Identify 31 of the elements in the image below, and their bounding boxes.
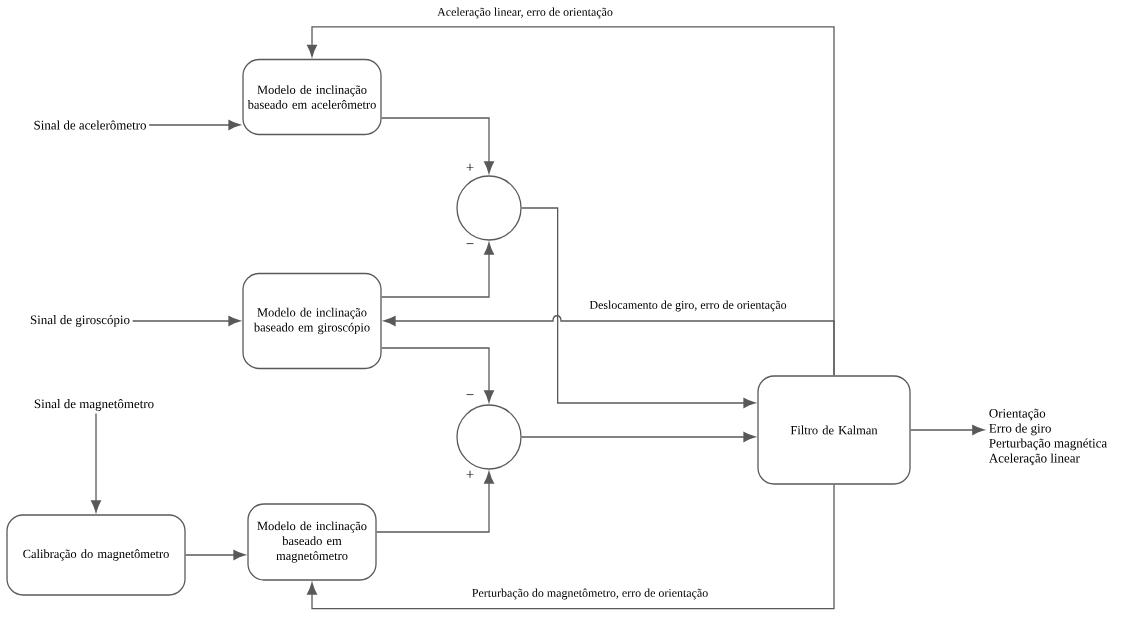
arrow xyxy=(376,471,494,533)
arrow xyxy=(91,412,101,513)
arrow xyxy=(910,425,985,435)
edge-label: Deslocamento de giro, erro de orientação xyxy=(588,299,788,313)
signal-label: Sinal de giroscópio xyxy=(30,315,130,327)
sign-label: + xyxy=(466,470,474,478)
arrow xyxy=(521,432,756,442)
signal-label: Sinal de acelerômetro xyxy=(34,120,146,130)
arrow xyxy=(383,315,835,376)
edge-label: Aceleração linear, erro de orientação xyxy=(436,6,614,20)
filter-box: Filtro de Kalman xyxy=(757,375,911,485)
arrow xyxy=(521,207,756,408)
arrow xyxy=(185,550,246,560)
model-box: Modelo de inclinação baseado em giroscópio xyxy=(242,272,382,370)
edge-label: Perturbação do magnetômetro, erro de orientação xyxy=(470,587,710,601)
arrow xyxy=(381,347,494,403)
output-list: Orientação Erro de giro Perturbação magnética Aceleração linear xyxy=(989,408,1107,466)
summing-junction xyxy=(456,404,522,470)
sign-label: − xyxy=(466,243,474,245)
arrow xyxy=(307,484,835,610)
sign-label: + xyxy=(466,163,474,171)
arrow xyxy=(381,117,494,174)
summing-junction xyxy=(456,175,522,241)
sign-label: − xyxy=(466,394,474,396)
arrow xyxy=(381,242,494,298)
arrow xyxy=(148,120,241,130)
model-box: Modelo de inclinação baseado em magnetômetro xyxy=(247,503,377,581)
model-box: Modelo de inclinação baseado em acelerômetro xyxy=(242,58,382,136)
calibration-box: Calibração do magnetômetro xyxy=(6,514,186,596)
signal-label: Sinal de magnetômetro xyxy=(34,399,154,411)
arrow xyxy=(132,316,241,326)
